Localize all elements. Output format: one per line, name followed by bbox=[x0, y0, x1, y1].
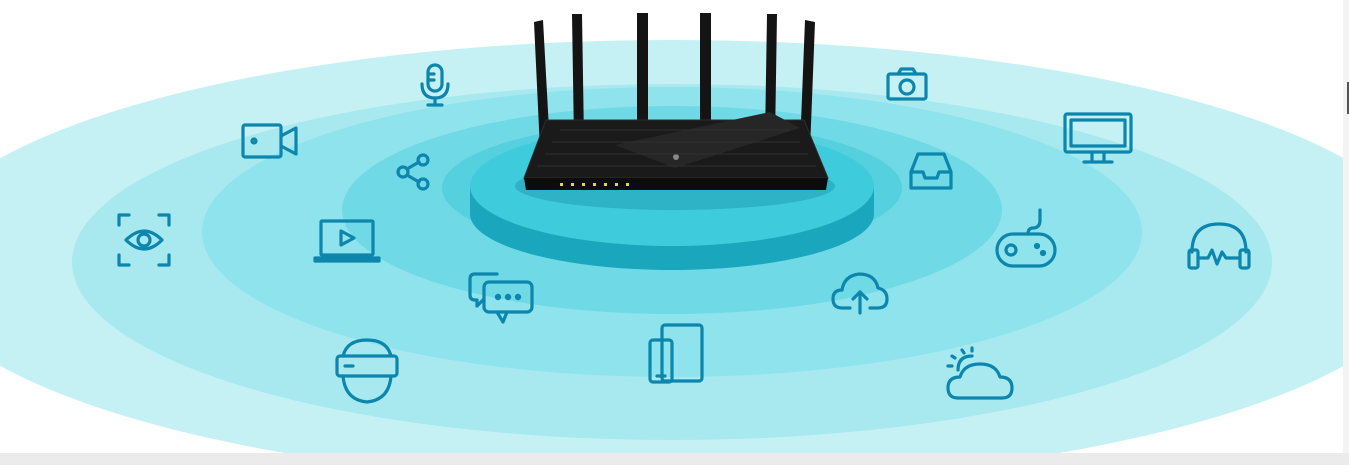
inbox-tray-icon bbox=[908, 150, 954, 192]
vr-headset-icon bbox=[333, 336, 401, 406]
router-antennas bbox=[534, 13, 815, 150]
monitor-icon bbox=[1062, 111, 1134, 167]
wifi-coverage-illustration bbox=[0, 13, 1343, 453]
tablet-phone-icon bbox=[646, 322, 706, 386]
video-camera-icon bbox=[240, 122, 300, 160]
scrollbar-thumb[interactable] bbox=[1347, 82, 1349, 114]
share-icon bbox=[394, 152, 432, 192]
microphone-icon bbox=[418, 62, 452, 108]
camera-icon bbox=[885, 66, 929, 102]
chat-bubbles-icon bbox=[467, 268, 535, 326]
eye-scan-icon bbox=[116, 212, 172, 268]
router-body bbox=[523, 112, 829, 190]
bottom-divider-strip bbox=[0, 453, 1349, 465]
weather-cloud-sun-icon bbox=[944, 346, 1016, 402]
game-controller-icon bbox=[993, 206, 1059, 270]
headphones-icon bbox=[1186, 220, 1252, 272]
laptop-video-icon bbox=[312, 218, 382, 264]
cloud-upload-icon bbox=[830, 268, 890, 316]
scrollbar-track[interactable] bbox=[1343, 0, 1349, 453]
